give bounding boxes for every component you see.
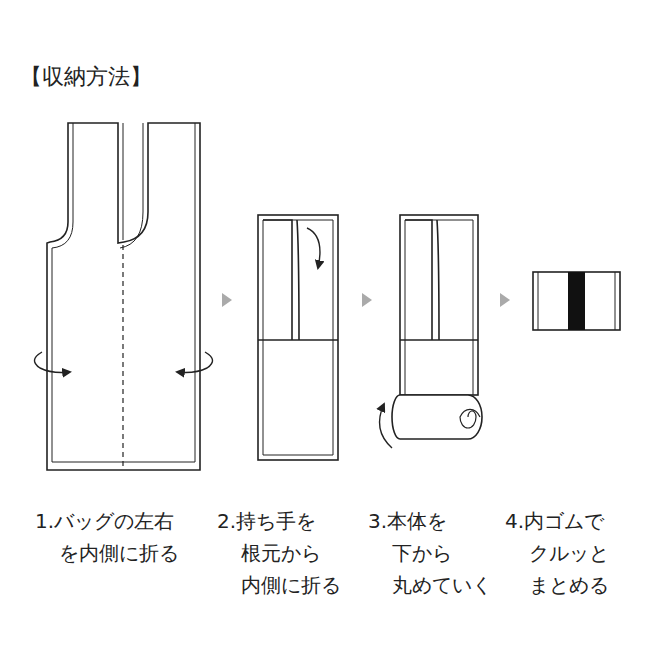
- roll-arrow: [380, 404, 393, 448]
- step-caption: 1.バッグの左右 を内側に折る: [35, 505, 179, 569]
- roll-spiral: [460, 409, 480, 428]
- step-arrow: [222, 293, 232, 307]
- step-caption: 3.本体を 下から 丸めていく: [368, 505, 492, 601]
- fold-line: [122, 245, 123, 470]
- bag-seam: [263, 220, 333, 455]
- rolled-bag: [533, 272, 620, 330]
- folded-bag: [400, 215, 478, 395]
- bag-seam: [615, 272, 616, 330]
- fold-arrow: [307, 228, 320, 268]
- fold-arrow: [34, 352, 70, 373]
- bag-seam: [405, 220, 473, 395]
- fold-edge: [258, 339, 338, 341]
- bag-outline: [47, 123, 200, 470]
- fold-arrow: [177, 352, 213, 373]
- folded-bag: [258, 215, 338, 460]
- step-arrow: [362, 293, 372, 307]
- roll: [392, 395, 482, 439]
- elastic-band: [568, 272, 585, 330]
- handle-fold: [405, 220, 439, 340]
- step-caption: 2.持ち手を 根元から 内側に折る: [217, 505, 341, 601]
- step-caption: 4.内ゴムで クルッと まとめる: [505, 505, 609, 601]
- title: 【収納方法】: [20, 62, 152, 92]
- handle-fold: [263, 220, 299, 340]
- bag-seam: [538, 272, 539, 330]
- step-arrow: [500, 293, 510, 307]
